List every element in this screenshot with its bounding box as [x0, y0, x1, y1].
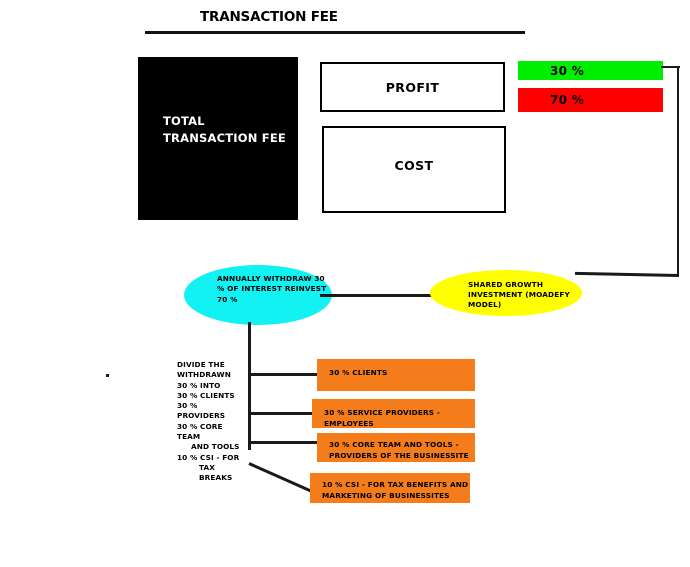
- annual-withdraw-label: ANNUALLY WITHDRAW 30 % OF INTEREST REINV…: [217, 274, 327, 304]
- profit-percentage-chip: 30 %: [518, 61, 663, 80]
- division-note-line-5: 30 % PROVIDERS: [177, 401, 226, 421]
- connector-annual-to-shared-growth: [320, 294, 434, 297]
- shared-growth-investment-node: SHARED GROWTH INVESTMENT (MOADEFY MODEL): [430, 270, 582, 316]
- branch-line-core-team: [249, 441, 319, 444]
- connector-into-shared-growth: [574, 271, 680, 277]
- division-note-line-9: TAX BREAKS: [199, 462, 233, 483]
- connector-profit-to-investment: [661, 66, 680, 68]
- branch-line-csi: [248, 462, 312, 493]
- connector-right-vertical: [677, 66, 679, 276]
- allocation-box-csi: 10 % CSI - FOR TAX BENEFITS AND MARKETIN…: [310, 473, 470, 503]
- division-note: DIVIDE THE WITHDRAWN 30 % INTO 30 % CLIE…: [177, 360, 247, 484]
- annual-withdraw-node: ANNUALLY WITHDRAW 30 % OF INTEREST REINV…: [184, 265, 332, 325]
- stray-dot-marker: [106, 374, 109, 377]
- allocation-box-clients: 30 % CLIENTS: [317, 359, 475, 391]
- cost-box: COST: [322, 126, 506, 213]
- division-note-line-3: 30 % INTO: [177, 380, 221, 390]
- division-note-line-8: 10 % CSI - FOR: [177, 452, 240, 462]
- division-note-line-1: DIVIDE THE: [177, 360, 225, 369]
- branch-line-service-providers: [249, 412, 314, 415]
- division-note-line-6: 30 % CORE TEAM: [177, 421, 223, 442]
- division-note-line-2: WITHDRAWN: [177, 370, 231, 380]
- total-transaction-fee-box: TOTAL TRANSACTION FEE: [138, 57, 298, 220]
- division-note-line-4: 30 % CLIENTS: [177, 390, 235, 400]
- page-title: TRANSACTION FEE: [200, 9, 338, 25]
- title-divider: [145, 31, 525, 34]
- shared-growth-label: SHARED GROWTH INVESTMENT (MOADEFY MODEL): [468, 280, 570, 309]
- allocation-box-core-team: 30 % CORE TEAM AND TOOLS - PROVIDERS OF …: [317, 433, 475, 462]
- profit-label: PROFIT: [385, 79, 440, 95]
- distribution-trunk-line: [248, 322, 251, 450]
- division-note-line-7: AND TOOLS: [191, 442, 240, 452]
- cost-label: COST: [394, 158, 434, 173]
- cost-percentage-chip: 70 %: [518, 88, 663, 112]
- branch-line-clients: [249, 373, 319, 376]
- profit-box: PROFIT: [320, 62, 505, 112]
- allocation-box-service-providers: 30 % SERVICE PROVIDERS - EMPLOYEES: [312, 399, 475, 428]
